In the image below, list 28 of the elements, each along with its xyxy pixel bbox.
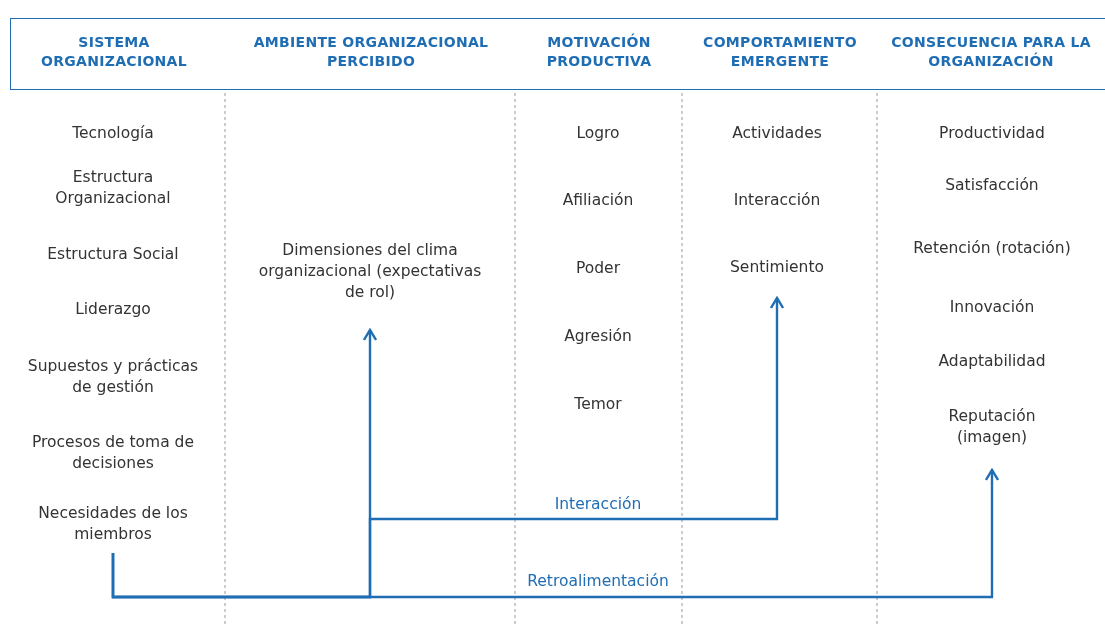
factor-text: Temor [573,393,623,415]
column-header: CONSECUENCIA PARA LA ORGANIZACIÓN [890,33,1092,71]
column-header: SISTEMA ORGANIZACIONAL [40,33,188,71]
factor-text: Satisfacción [944,174,1040,196]
column-header: COMPORTAMIENTO EMERGENTE [702,33,858,71]
factor-text: Dimensiones del clima organizacional (expectativas de rol) [255,240,485,330]
arrow [111,468,1000,599]
factor-text: Interacción [732,189,822,211]
factor-text: Adaptabilidad [937,350,1047,372]
factor-text: Productividad [938,122,1046,144]
column-header: MOTIVACIÓN PRODUCTIVA [545,33,653,71]
factor-text: Retención (rotación) [912,237,1072,259]
factor-text: Liderazgo [74,298,152,320]
factor-text: Sentimiento [707,257,847,298]
factor-text: Estructura Social [46,243,180,265]
factor-text: Logro [575,122,621,144]
factor-text: Afiliación [561,189,635,211]
factor-text: Innovación [948,296,1036,318]
factor-text: Reputación (imagen) [917,406,1067,470]
factor-text: Necesidades de los miembros [23,503,203,553]
factor-text: Poder [575,257,621,279]
factor-text: Actividades [731,122,823,144]
column-header: AMBIENTE ORGANIZACIONAL PERCIBIDO [252,33,490,71]
factor-text: Procesos de toma de decisiones [31,432,195,474]
factor-text: Estructura Organizacional [54,167,172,209]
factor-text: Supuestos y prácticas de gestión [26,356,200,398]
factor-text: Agresión [563,325,633,347]
factor-text: Tecnología [71,122,155,144]
